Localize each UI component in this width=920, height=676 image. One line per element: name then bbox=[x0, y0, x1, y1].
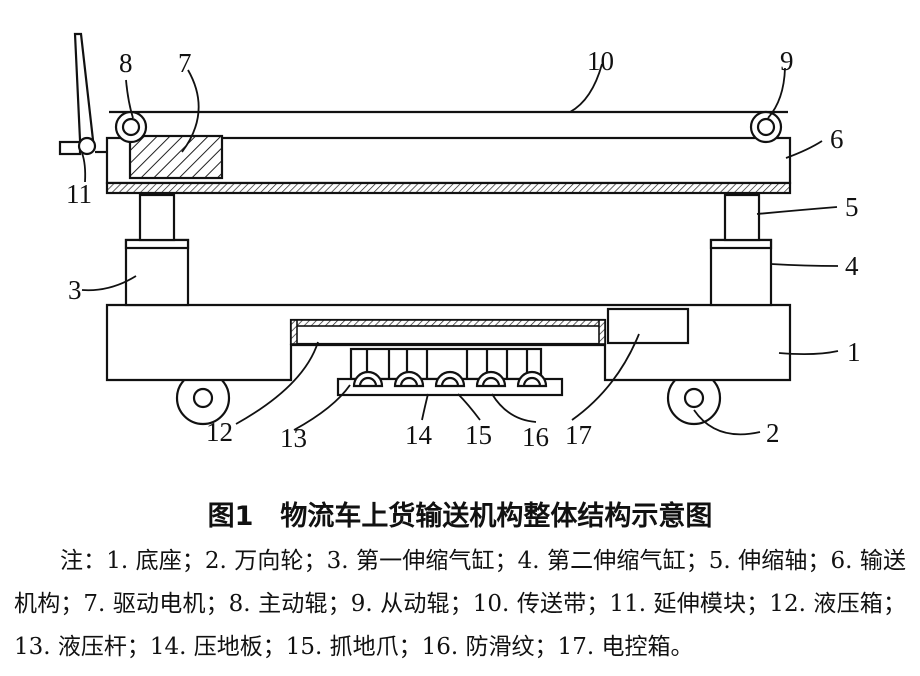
label-2: 2 bbox=[766, 418, 780, 448]
extension-module bbox=[58, 32, 107, 156]
grip-claws bbox=[352, 370, 548, 388]
label-9: 9 bbox=[780, 46, 794, 76]
label-17: 17 bbox=[565, 420, 592, 450]
label-8: 8 bbox=[119, 48, 133, 78]
label-11: 11 bbox=[66, 179, 92, 209]
figure-note: 注：1. 底座；2. 万向轮；3. 第一伸缩气缸；4. 第二伸缩气缸；5. 伸缩… bbox=[14, 548, 906, 660]
label-6: 6 bbox=[830, 124, 844, 154]
label-4: 4 bbox=[845, 251, 859, 281]
label-5: 5 bbox=[845, 192, 859, 222]
driving-roller bbox=[114, 110, 148, 144]
label-16: 16 bbox=[522, 422, 549, 452]
label-7: 7 bbox=[178, 48, 192, 78]
second-cylinder bbox=[709, 238, 773, 307]
telescopic-shaft-right bbox=[723, 193, 761, 242]
label-15: 15 bbox=[465, 420, 492, 450]
label-10: 10 bbox=[587, 46, 614, 76]
telescopic-shaft-left bbox=[138, 193, 176, 242]
drive-motor bbox=[128, 134, 224, 180]
conveyor-bottom-plate bbox=[105, 181, 792, 195]
label-1: 1 bbox=[847, 337, 861, 367]
label-3: 3 bbox=[68, 275, 82, 305]
first-cylinder bbox=[124, 238, 190, 307]
label-12: 12 bbox=[206, 417, 233, 447]
label-14: 14 bbox=[405, 420, 433, 450]
caster-wheel-left bbox=[175, 370, 231, 426]
label-13: 13 bbox=[280, 423, 307, 453]
leader-lines bbox=[81, 63, 839, 436]
driven-roller bbox=[749, 110, 783, 144]
figure-caption: 图1 物流车上货输送机构整体结构示意图 bbox=[207, 501, 713, 532]
structure-diagram: 1 2 3 4 5 6 7 8 9 10 11 12 13 14 15 16 1… bbox=[58, 32, 861, 453]
electric-control-box bbox=[606, 307, 690, 345]
